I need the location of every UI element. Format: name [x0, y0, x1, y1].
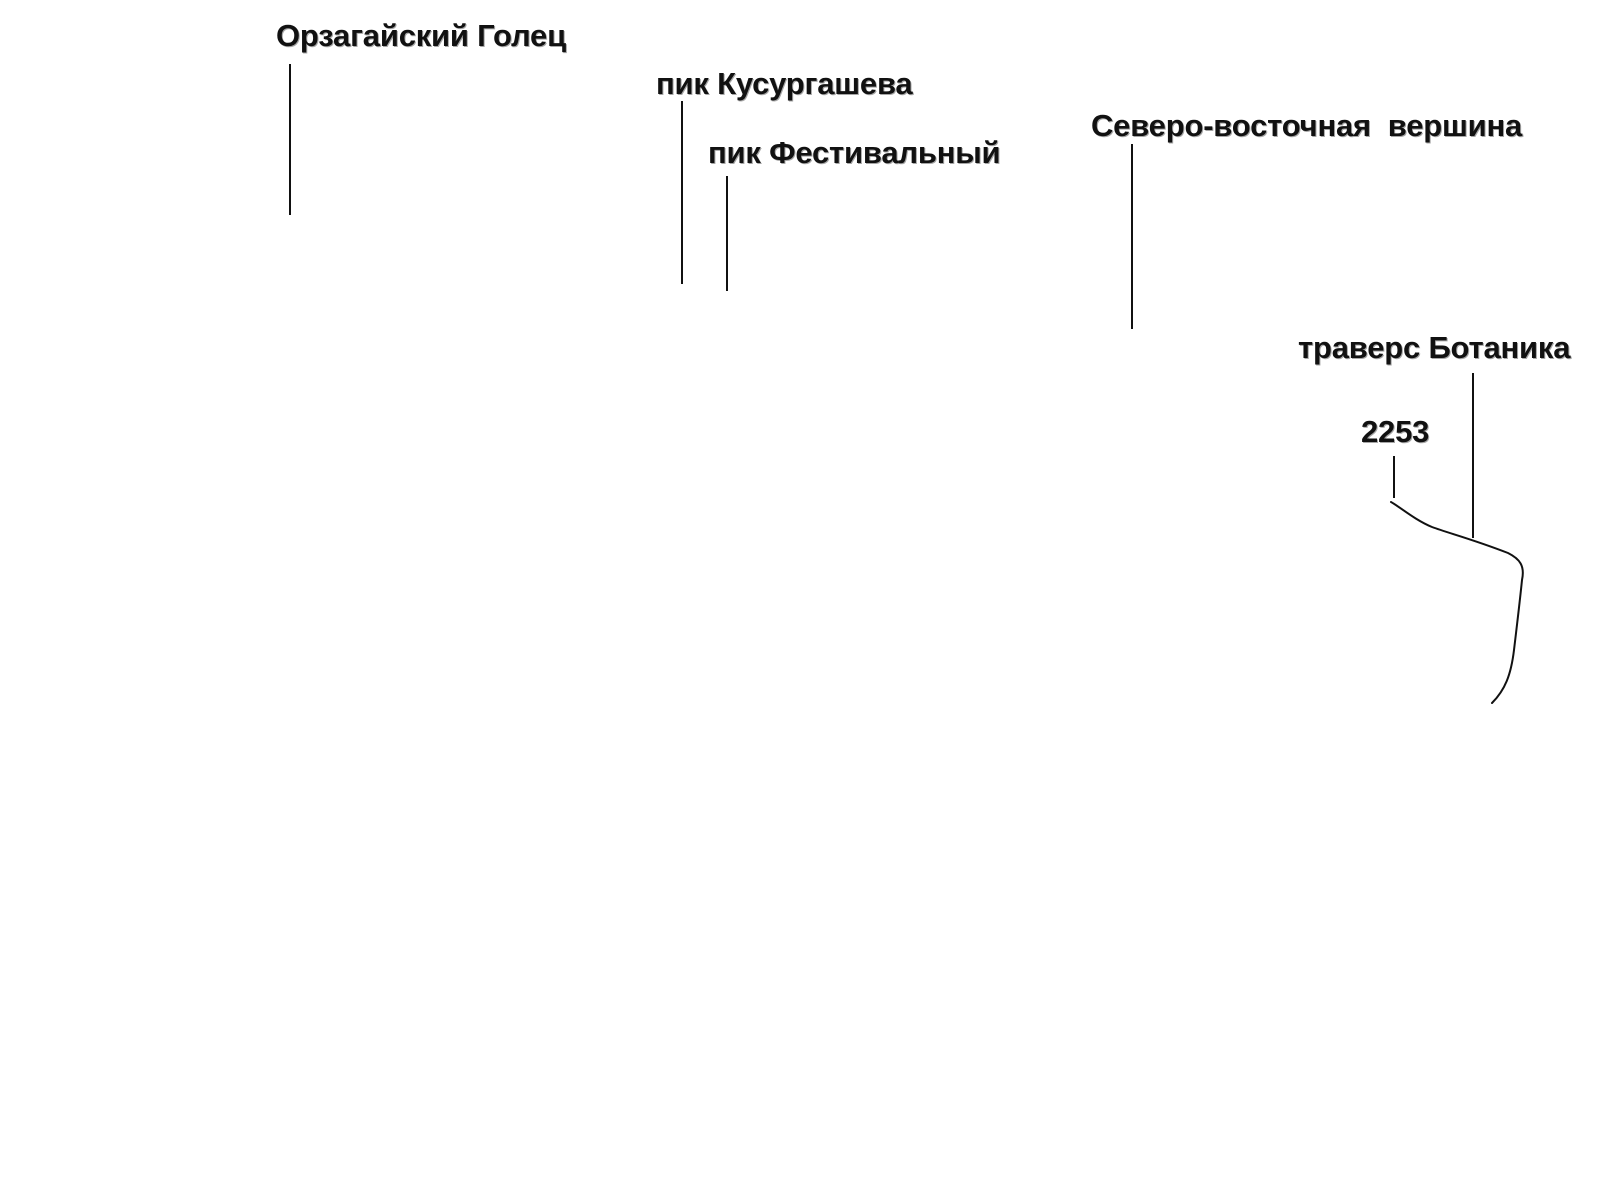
peak-label-kusurgasheva: пик Кусургашева	[656, 66, 913, 101]
peak-label-festivalny: пик Фестивальный	[708, 135, 1001, 170]
elevation-label-2253: 2253	[1361, 414, 1430, 449]
peak-label-orzagaisky-golets: Орзагайский Голец	[276, 18, 566, 53]
route-label-botanik-traverse: траверс Ботаника	[1298, 330, 1571, 365]
peak-label-northeast-summit: Северо-восточная вершина	[1091, 108, 1523, 143]
ridge-contour-line	[1390, 501, 1524, 704]
